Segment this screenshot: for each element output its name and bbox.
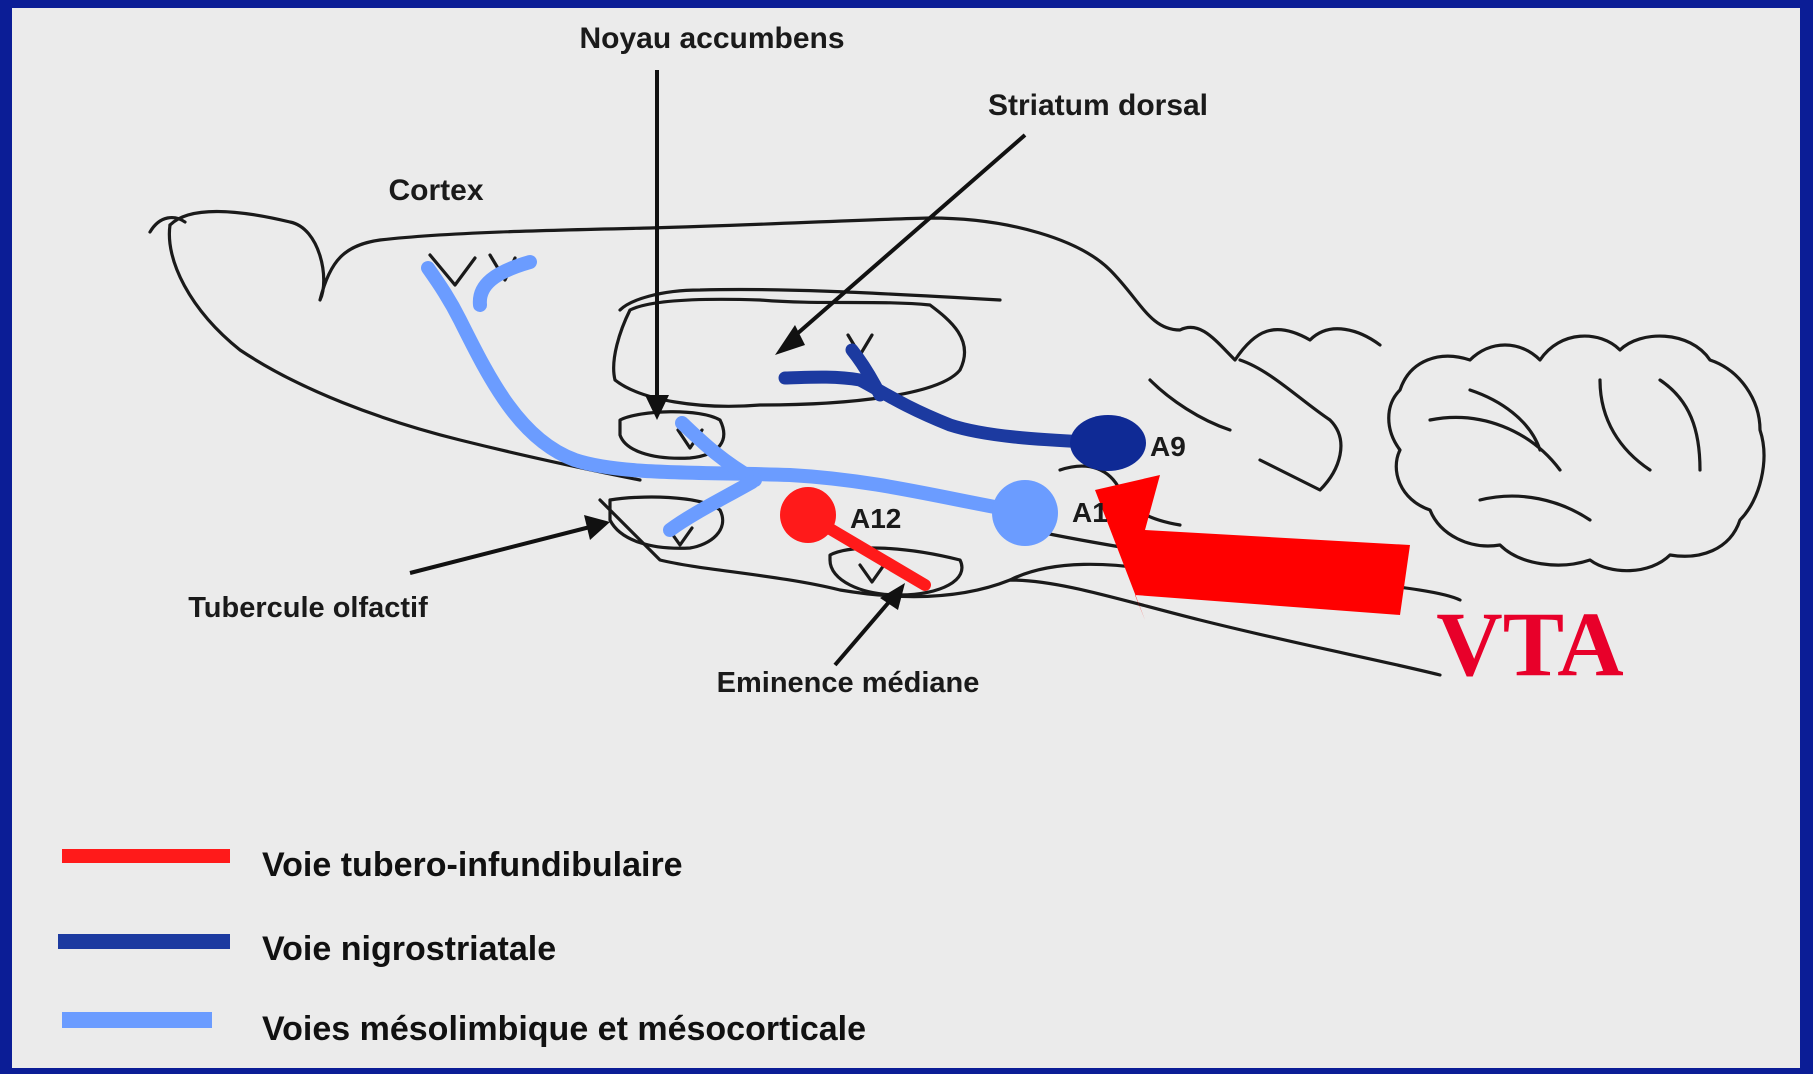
tubercule-olfactif-label: Tubercule olfactif [188,592,428,624]
a9-nucleus [1070,415,1146,471]
legend-item-nigro: Voie nigrostriatale [58,930,556,968]
nigrostriatal-pathway [785,377,1105,443]
a12-nucleus [780,487,836,543]
vta-arrow-shape [1095,475,1410,620]
legend-swatch-lightblue [62,1012,212,1028]
legend-swatch-darkblue [58,934,230,949]
legend-label-nigro: Voie nigrostriatale [262,930,556,968]
legend: Voie tubero-infundibulaire Voie nigrostr… [58,846,866,1048]
cortex-label: Cortex [388,174,483,207]
mesocortical-branch [480,262,530,305]
legend-label-meso: Voies mésolimbique et mésocorticale [262,1010,866,1048]
legend-swatch-red [62,849,230,863]
a10-label: A1 [1072,497,1108,528]
legend-label-tubero: Voie tubero-infundibulaire [262,846,683,884]
brain-diagram: Noyau accumbens Striatum dorsal Cortex T… [12,8,1800,1068]
eminence-arrow-line [835,595,895,665]
noyau-accumbens-label: Noyau accumbens [579,22,844,55]
a12-label: A12 [850,503,901,534]
legend-item-meso: Voies mésolimbique et mésocorticale [62,1010,866,1048]
striatum-dorsal-label: Striatum dorsal [988,89,1208,122]
vta-arrow [1095,475,1410,620]
tubercle-arrowhead [584,515,610,540]
legend-item-tubero: Voie tubero-infundibulaire [62,846,683,884]
diagram-paper: Noyau accumbens Striatum dorsal Cortex T… [12,8,1800,1068]
eminence-mediane-label: Eminence médiane [717,667,980,699]
striatum-arrow-line [790,135,1025,340]
pointer-arrows [410,70,1025,665]
mesocortical-pathway [428,268,1028,513]
mesolimbic-tubercle-branch [670,482,752,530]
pathways [428,262,1146,585]
a10-nucleus [992,480,1058,546]
a9-label: A9 [1150,431,1186,462]
tubercle-arrow-line [410,527,590,573]
accumbens-arrowhead [645,395,669,420]
vta-label: VTA [1436,593,1623,695]
